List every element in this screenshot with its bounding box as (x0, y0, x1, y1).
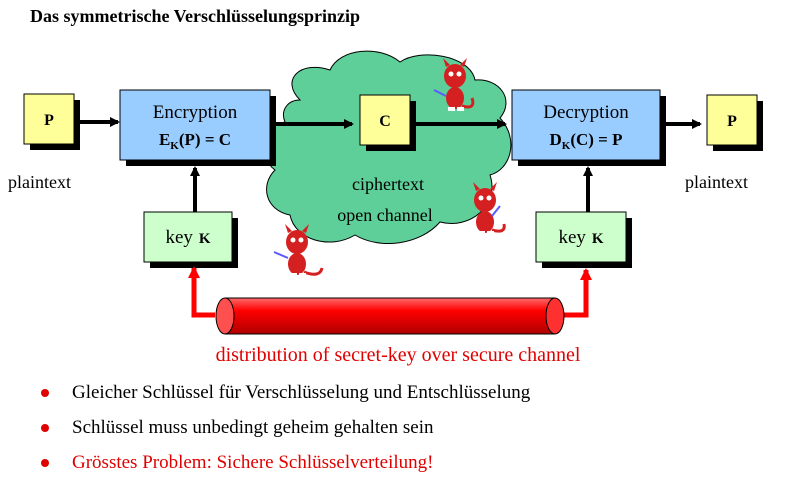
secure-pipe-end (215, 297, 235, 335)
decryption-box: Decryption DK(C) = P (511, 89, 666, 166)
open-channel-label: open channel (337, 205, 432, 225)
decryption-title: Decryption (543, 102, 629, 123)
ciphertext-symbol: C (379, 113, 391, 130)
decryption-formula: DK(C) = P (549, 130, 622, 152)
bullet-list: Gleicher Schlüssel für Verschlüsselung u… (38, 382, 530, 487)
devil-icon (473, 182, 506, 235)
secure-pipe (224, 297, 556, 335)
red-arrow-to-right-key (560, 268, 592, 318)
ciphertext-box: C (359, 94, 416, 151)
encryption-title: Encryption (153, 102, 238, 123)
red-arrow-to-left-key (188, 266, 215, 318)
bullet-dot-icon (41, 459, 49, 467)
ciphertext-label: ciphertext (352, 174, 424, 194)
bullet-text: Grösstes Problem: Sichere Schlüsselverte… (72, 452, 434, 473)
bullet-dot-icon (41, 389, 49, 397)
bullet-item: Grösstes Problem: Sichere Schlüsselverte… (38, 452, 530, 487)
bullet-text: Schlüssel muss unbedingt geheim gehalten… (72, 417, 434, 438)
plaintext-right-label: plaintext (685, 172, 748, 192)
secure-channel (188, 266, 592, 335)
bullet-dot-icon (41, 424, 49, 432)
plaintext-right-symbol: P (727, 113, 737, 130)
bullet-item: Gleicher Schlüssel für Verschlüsselung u… (38, 382, 530, 417)
devil-icon (273, 224, 324, 277)
encryption-box: Encryption EK(P) = C (119, 89, 276, 166)
secure-channel-caption: distribution of secret-key over secure c… (216, 344, 581, 366)
bullet-text: Gleicher Schlüssel für Verschlüsselung u… (72, 382, 531, 403)
plaintext-left-symbol: P (44, 112, 54, 129)
plaintext-left-box: P (23, 93, 80, 150)
plaintext-left-label: plaintext (8, 172, 71, 192)
bullet-item: Schlüssel muss unbedingt geheim gehalten… (38, 417, 530, 452)
devil-icon (433, 58, 475, 111)
slide-title: Das symmetrische Verschlüsselungsprinzip (30, 6, 361, 26)
plaintext-right-box: P (706, 94, 763, 151)
encryption-formula: EK(P) = C (159, 130, 231, 152)
symmetric-encryption-diagram: P plaintext Encryption EK(P) = C C ciphe… (8, 50, 763, 366)
